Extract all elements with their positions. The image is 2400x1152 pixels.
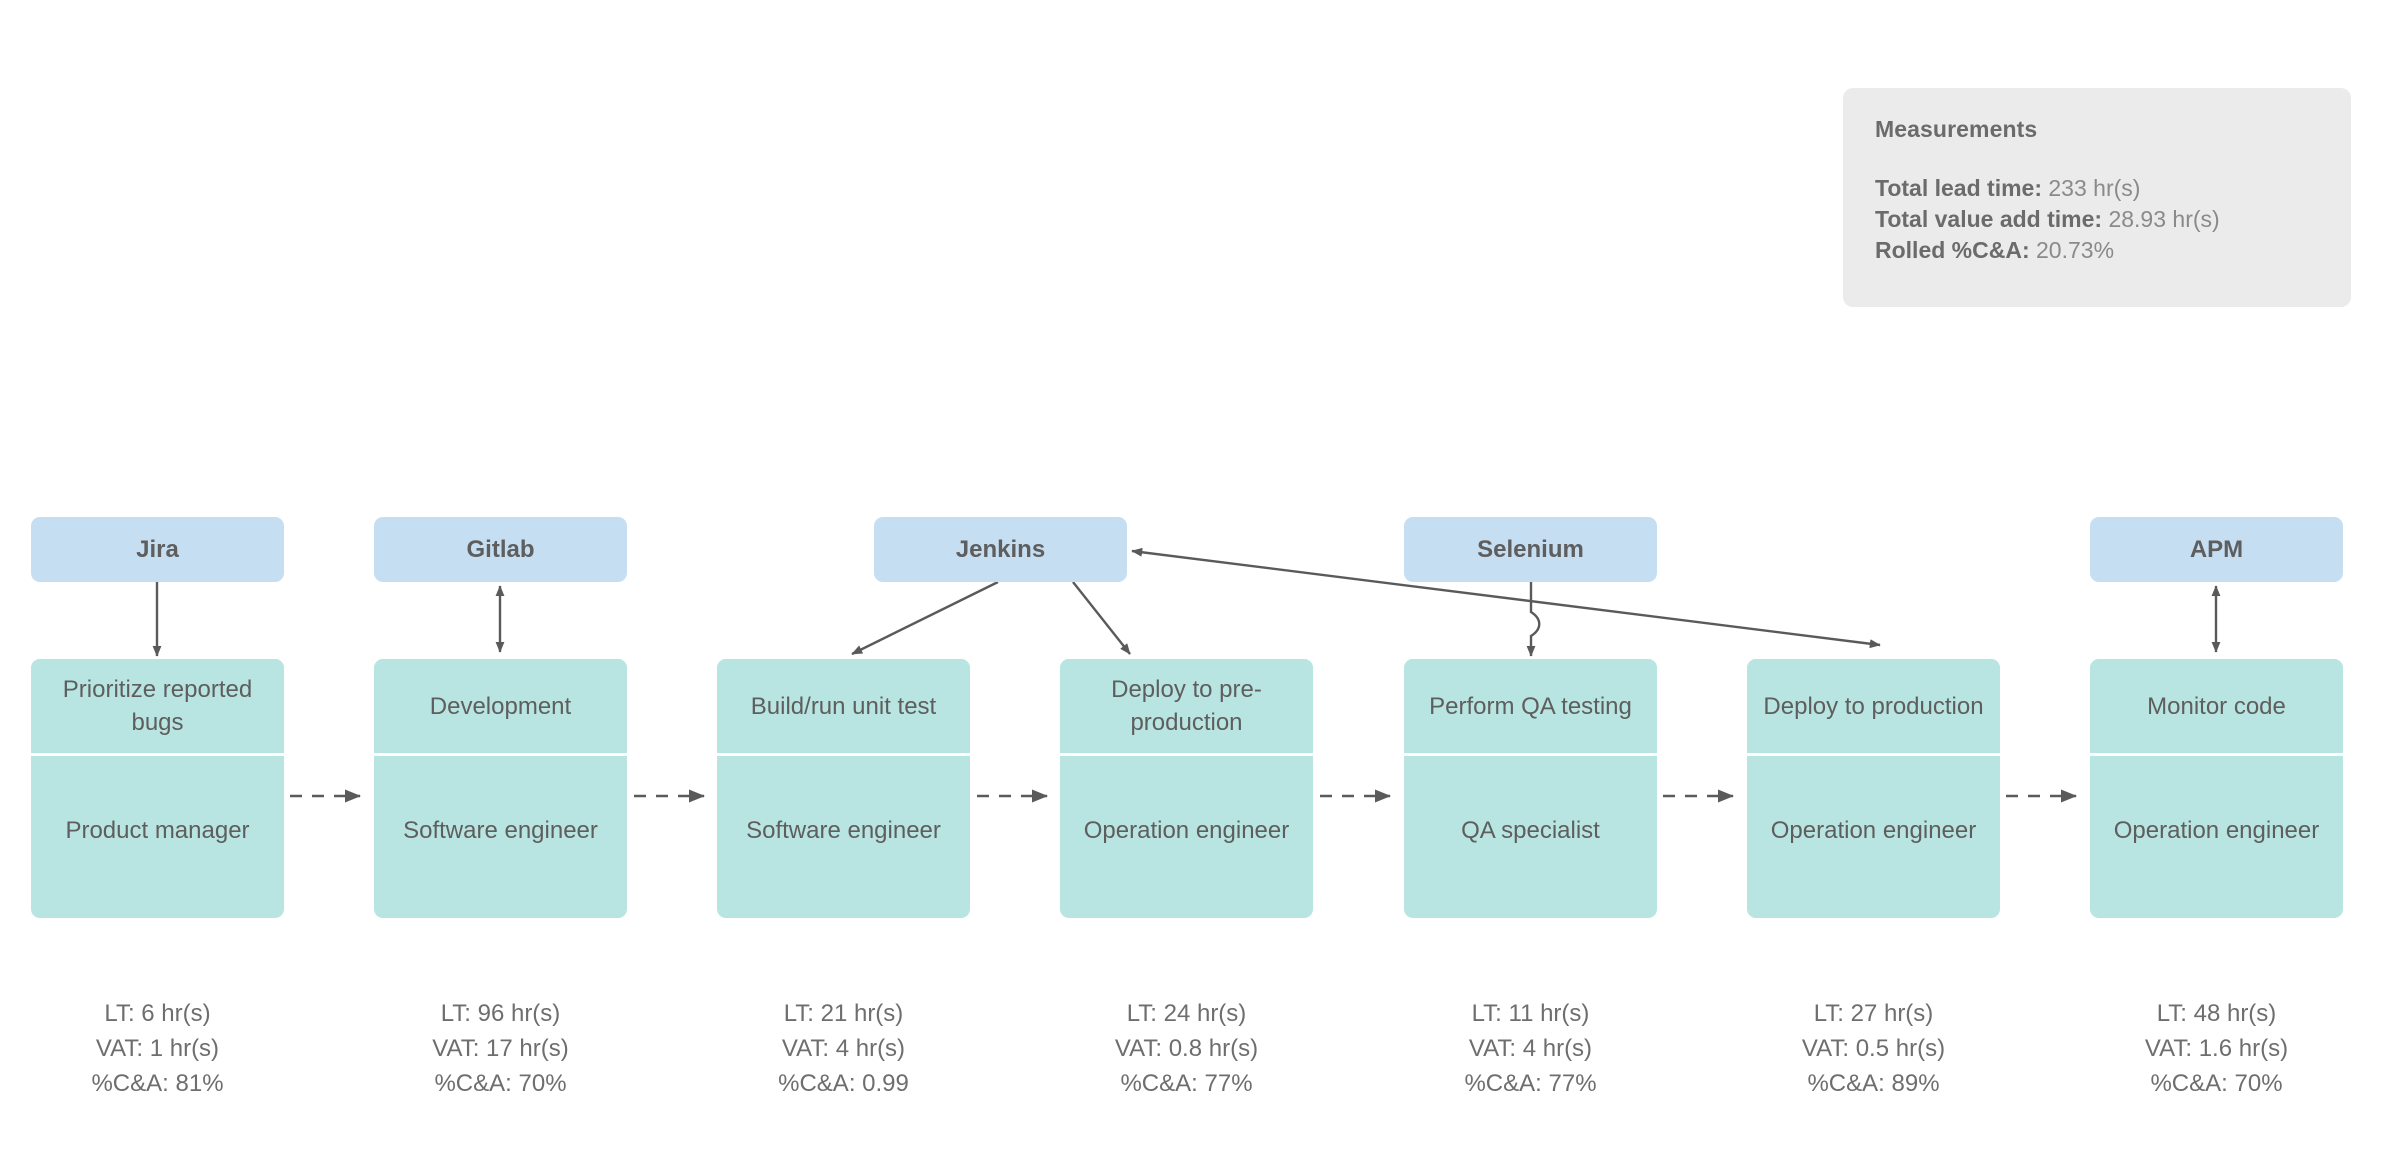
metric-value-add-time: VAT: 1.6 hr(s) [2144,1035,2289,1062]
metric-complete-accurate: %C&A: 81% [91,1070,224,1097]
metric-lead-time: LT: 96 hr(s) [440,1000,561,1027]
total-lead-time-value: 233 hr(s) [2048,175,2141,201]
total-lead-time-label: Total lead time: [1875,175,2042,201]
metrics-development: LT: 96 hr(s) VAT: 17 hr(s) %C&A: 70% [374,996,627,1101]
measurements-title: Measurements [1875,116,2038,142]
measurement-total-lead-time: Total lead time: 233 hr(s) [1875,173,2319,204]
metric-lead-time: LT: 24 hr(s) [1126,1000,1247,1027]
arrow-jenkins-to-build-run-unit-test [851,580,999,656]
process-box-deploy-to-pre-production[interactable]: Deploy to pre-production Operation engin… [1060,659,1313,918]
process-activity: Prioritize reported bugs [31,659,284,753]
process-role: Product manager [31,753,284,904]
system-node-label: Jira [136,535,179,563]
process-box-deploy-to-production[interactable]: Deploy to production Operation engineer [1747,659,2000,918]
metric-value-add-time: VAT: 17 hr(s) [432,1035,569,1062]
metric-complete-accurate: %C&A: 89% [1807,1070,1940,1097]
process-box-build-run-unit-test[interactable]: Build/run unit test Software engineer [717,659,970,918]
system-node-label: Gitlab [466,535,535,563]
process-role: Software engineer [374,753,627,904]
process-role: Software engineer [717,753,970,904]
metrics-build-run-unit-test: LT: 21 hr(s) VAT: 4 hr(s) %C&A: 0.99 [717,996,970,1101]
arrow-jenkins-to-deploy-pre-production [1072,581,1131,655]
measurement-rolled-ca: Rolled %C&A: 20.73% [1875,235,2319,266]
metric-value-add-time: VAT: 4 hr(s) [1468,1035,1593,1062]
metric-lead-time: LT: 11 hr(s) [1471,1000,1590,1027]
process-activity: Monitor code [2090,659,2343,753]
metrics-perform-qa-testing: LT: 11 hr(s) VAT: 4 hr(s) %C&A: 77% [1404,996,1657,1101]
process-box-perform-qa-testing[interactable]: Perform QA testing QA specialist [1404,659,1657,918]
system-node-label: Selenium [1477,535,1584,563]
process-activity: Development [374,659,627,753]
system-node-label: APM [2189,535,2244,563]
metric-complete-accurate: %C&A: 77% [1120,1070,1253,1097]
metric-lead-time: LT: 27 hr(s) [1813,1000,1934,1027]
process-box-development[interactable]: Development Software engineer [374,659,627,918]
metric-complete-accurate: %C&A: 0.99 [778,1070,909,1097]
process-role: Operation engineer [2090,753,2343,904]
metric-value-add-time: VAT: 0.8 hr(s) [1114,1035,1259,1062]
metric-value-add-time: VAT: 4 hr(s) [781,1035,906,1062]
process-activity: Deploy to production [1747,659,2000,753]
measurement-total-value-add-time: Total value add time: 28.93 hr(s) [1875,204,2319,235]
metric-value-add-time: VAT: 1 hr(s) [95,1035,220,1062]
metrics-deploy-to-pre-production: LT: 24 hr(s) VAT: 0.8 hr(s) %C&A: 77% [1060,996,1313,1101]
metric-value-add-time: VAT: 0.5 hr(s) [1801,1035,1946,1062]
metric-complete-accurate: %C&A: 70% [2150,1070,2283,1097]
metric-complete-accurate: %C&A: 77% [1464,1070,1597,1097]
metrics-monitor-code: LT: 48 hr(s) VAT: 1.6 hr(s) %C&A: 70% [2090,996,2343,1101]
process-role: Operation engineer [1060,753,1313,904]
metric-lead-time: LT: 48 hr(s) [2156,1000,2277,1027]
metrics-prioritize-reported-bugs: LT: 6 hr(s) VAT: 1 hr(s) %C&A: 81% [31,996,284,1101]
metric-complete-accurate: %C&A: 70% [434,1070,567,1097]
rolled-ca-value: 20.73% [2036,237,2115,263]
system-node-jenkins[interactable]: Jenkins [874,517,1127,582]
process-role: QA specialist [1404,753,1657,904]
metrics-deploy-to-production: LT: 27 hr(s) VAT: 0.5 hr(s) %C&A: 89% [1747,996,2000,1101]
process-activity: Build/run unit test [717,659,970,753]
metric-lead-time: LT: 21 hr(s) [783,1000,904,1027]
measurements-panel: Measurements Total lead time: 233 hr(s) … [1843,88,2351,307]
rolled-ca-label: Rolled %C&A: [1875,237,2030,263]
system-node-label: Jenkins [955,535,1046,563]
system-node-jira[interactable]: Jira [31,517,284,582]
process-box-monitor-code[interactable]: Monitor code Operation engineer [2090,659,2343,918]
process-activity: Perform QA testing [1404,659,1657,753]
process-box-prioritize-reported-bugs[interactable]: Prioritize reported bugs Product manager [31,659,284,918]
process-activity: Deploy to pre-production [1060,659,1313,753]
system-node-gitlab[interactable]: Gitlab [374,517,627,582]
total-value-add-time-label: Total value add time: [1875,206,2103,232]
system-node-selenium[interactable]: Selenium [1404,517,1657,582]
metric-lead-time: LT: 6 hr(s) [104,1000,211,1027]
total-value-add-time-value: 28.93 hr(s) [2108,206,2220,232]
process-role: Operation engineer [1747,753,2000,904]
arrow-selenium-to-perform-qa-testing [1526,582,1541,657]
system-node-apm[interactable]: APM [2090,517,2343,582]
